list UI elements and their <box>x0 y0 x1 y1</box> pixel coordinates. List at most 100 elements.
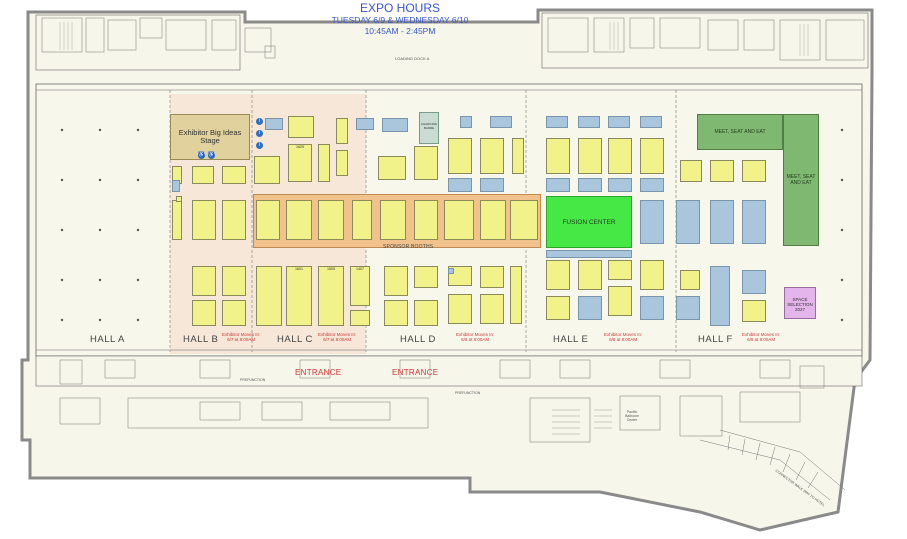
booth[interactable] <box>742 300 766 322</box>
booth[interactable] <box>510 200 538 240</box>
booth[interactable] <box>288 116 314 138</box>
booth[interactable] <box>286 200 312 240</box>
entrance-label[interactable]: ENTRANCE <box>295 368 342 377</box>
booth[interactable] <box>318 144 330 182</box>
booth[interactable] <box>176 196 182 202</box>
info-icon[interactable]: i <box>256 118 263 125</box>
booth[interactable] <box>460 116 472 128</box>
booth[interactable] <box>172 200 182 240</box>
booth[interactable] <box>480 138 504 174</box>
booth[interactable] <box>578 138 602 174</box>
booth[interactable] <box>742 160 766 182</box>
booth[interactable]: 1629 <box>288 144 312 182</box>
booth[interactable] <box>676 296 700 320</box>
booth[interactable] <box>336 118 348 144</box>
booth[interactable] <box>222 266 246 296</box>
booth[interactable] <box>254 156 280 184</box>
booth[interactable] <box>608 260 632 280</box>
fusion-center[interactable]: FUSION CENTER <box>546 196 632 248</box>
booth[interactable] <box>414 200 438 240</box>
booth[interactable] <box>608 286 632 316</box>
info-icon[interactable]: i <box>256 130 263 137</box>
booth[interactable] <box>546 178 570 192</box>
booth[interactable] <box>350 310 370 326</box>
booth[interactable] <box>356 118 374 130</box>
booth[interactable] <box>546 250 632 258</box>
booth[interactable] <box>256 200 280 240</box>
booth[interactable] <box>352 200 372 240</box>
booth[interactable] <box>448 268 454 274</box>
booth[interactable]: 1505 <box>318 266 344 326</box>
booth[interactable] <box>222 200 246 240</box>
booth[interactable] <box>448 266 472 286</box>
booth[interactable] <box>384 300 408 326</box>
booth[interactable] <box>710 266 730 326</box>
booth[interactable] <box>265 118 283 130</box>
expo-hours-header: EXPO HOURS TUESDAY 6/9 & WEDNESDAY 6/10 … <box>300 2 500 37</box>
charging-barre[interactable]: CHARGING BARRE <box>419 112 439 144</box>
booth[interactable] <box>742 270 766 294</box>
booth[interactable] <box>414 300 438 326</box>
booth[interactable] <box>336 150 348 176</box>
booth[interactable] <box>192 266 216 296</box>
booth[interactable] <box>640 296 664 320</box>
meet-seat-eat-area[interactable]: MEET, SEAT AND EAT <box>697 114 783 150</box>
space-selection-2027[interactable]: SPACE SELECTION 2027 <box>784 287 816 319</box>
booth[interactable] <box>318 200 344 240</box>
booth[interactable] <box>640 178 664 192</box>
booth[interactable] <box>480 266 504 288</box>
booth[interactable] <box>546 260 570 290</box>
booth[interactable] <box>384 266 408 296</box>
booth[interactable] <box>382 118 408 132</box>
booth[interactable] <box>578 116 600 128</box>
booth[interactable] <box>444 200 474 240</box>
booth[interactable] <box>512 138 524 174</box>
booth[interactable] <box>710 200 734 244</box>
booth[interactable] <box>546 296 570 320</box>
booth[interactable] <box>640 138 664 174</box>
booth[interactable] <box>710 160 734 182</box>
booth[interactable] <box>676 200 700 244</box>
booth[interactable] <box>578 178 602 192</box>
booth[interactable] <box>640 200 664 244</box>
booth[interactable] <box>192 166 214 184</box>
booth[interactable] <box>192 300 216 326</box>
booth[interactable]: 1407 <box>350 266 370 306</box>
meet-seat-eat-area[interactable]: MEET, SEAT AND EAT <box>783 114 819 246</box>
booth[interactable] <box>256 266 282 326</box>
booth[interactable] <box>742 200 766 244</box>
booth[interactable] <box>448 294 472 324</box>
booth[interactable] <box>608 138 632 174</box>
booth[interactable] <box>414 266 438 288</box>
booth[interactable] <box>378 156 406 180</box>
booth[interactable] <box>490 116 512 128</box>
booth[interactable] <box>380 200 406 240</box>
booth[interactable] <box>480 200 506 240</box>
booth[interactable] <box>578 260 602 290</box>
booth[interactable] <box>414 146 438 180</box>
prefunction-label: PREFUNCTION <box>240 378 266 382</box>
info-icon[interactable]: i <box>256 142 263 149</box>
booth[interactable] <box>172 180 180 192</box>
booth[interactable] <box>192 200 216 240</box>
booth[interactable] <box>222 300 246 326</box>
booth[interactable] <box>546 116 568 128</box>
booth[interactable] <box>510 266 522 324</box>
booth[interactable] <box>480 294 504 324</box>
booth[interactable] <box>608 178 632 192</box>
booth[interactable] <box>680 160 702 182</box>
booth[interactable] <box>608 116 630 128</box>
entrance-label[interactable]: ENTRANCE <box>392 368 439 377</box>
booth[interactable] <box>448 178 472 192</box>
booth[interactable] <box>546 138 570 174</box>
booth[interactable] <box>222 166 246 184</box>
booth[interactable] <box>640 260 664 290</box>
move-in-note: Exhibitor Moves In:6/8 at 8:00AM <box>456 332 495 342</box>
booth[interactable] <box>680 270 700 290</box>
booth[interactable] <box>480 178 504 192</box>
booth[interactable] <box>448 138 472 174</box>
booth[interactable] <box>640 116 662 128</box>
booth[interactable]: 1601 <box>286 266 312 326</box>
booth[interactable] <box>578 296 602 320</box>
sponsor-booths-label: SPONSOR BOOTHS <box>383 244 434 250</box>
